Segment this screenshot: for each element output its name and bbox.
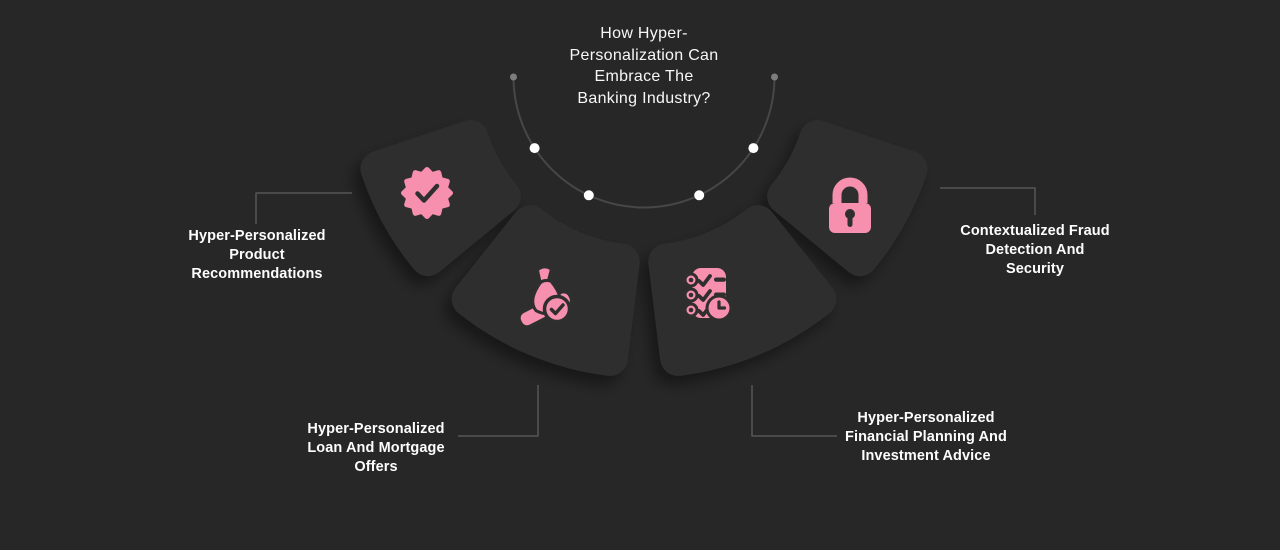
arc-end-dot-left <box>510 73 517 81</box>
label-line: Hyper-Personalized <box>188 228 326 244</box>
keyhole <box>845 209 855 219</box>
keyhole-stem <box>847 215 853 227</box>
label-line: Hyper-Personalized <box>857 410 995 426</box>
lock-shackle <box>832 177 868 203</box>
arc-end-dot-right <box>771 73 778 81</box>
label-financial-planning: Hyper-Personalized Financial Planning An… <box>826 409 1026 466</box>
coin-check-mark <box>549 303 565 316</box>
arc-dot-3 <box>694 190 705 201</box>
label-fraud-security: Contextualized Fraud Detection And Secur… <box>950 222 1120 279</box>
label-line: Recommendations <box>191 266 323 282</box>
check-coin <box>542 294 572 324</box>
badge-check-mark <box>415 183 440 203</box>
arc-curve <box>512 76 776 209</box>
money-bag-check-icon <box>517 265 573 329</box>
label-line: Hyper-Personalized <box>307 421 445 437</box>
checklist-clock-icon <box>683 268 733 322</box>
arc-dot-1 <box>529 143 540 154</box>
arc-dot-2 <box>583 190 594 201</box>
verified-badge-icon <box>401 167 453 219</box>
connector-fraud-security <box>940 187 1036 215</box>
title-line: Banking Industry? <box>577 89 711 107</box>
padlock-icon <box>829 177 871 233</box>
title-line: Embrace The <box>594 68 694 85</box>
segment-card-financial-planning <box>648 205 837 376</box>
clock <box>705 294 733 322</box>
label-line: Investment Advice <box>861 448 991 464</box>
title-line: Personalization Can <box>569 46 719 64</box>
label-line: Detection And <box>985 242 1085 258</box>
arc-dot-4 <box>748 143 759 154</box>
title-arc <box>510 73 778 209</box>
label-line: Product <box>229 247 285 263</box>
clock-hands <box>717 300 727 310</box>
segment-card-fraud-security <box>767 120 928 277</box>
title-line: How Hyper- <box>600 25 688 42</box>
label-loan-mortgage: Hyper-Personalized Loan And Mortgage Off… <box>291 420 461 477</box>
connector-lines <box>255 187 1036 437</box>
connector-loan-mortgage <box>458 385 539 437</box>
label-line: Security <box>1005 261 1065 277</box>
label-line: Financial Planning And <box>845 429 1007 445</box>
connector-financial-planning <box>751 385 837 437</box>
page-title: How Hyper- Personalization Can Embrace T… <box>504 23 784 109</box>
label-line: Contextualized Fraud <box>960 223 1110 239</box>
connector-product-recommendations <box>255 192 352 224</box>
label-product-recommendations: Hyper-Personalized Product Recommendatio… <box>172 227 342 284</box>
label-line: Loan And Mortgage <box>307 440 445 456</box>
binder-rings <box>683 272 699 318</box>
label-line: Offers <box>354 459 398 475</box>
